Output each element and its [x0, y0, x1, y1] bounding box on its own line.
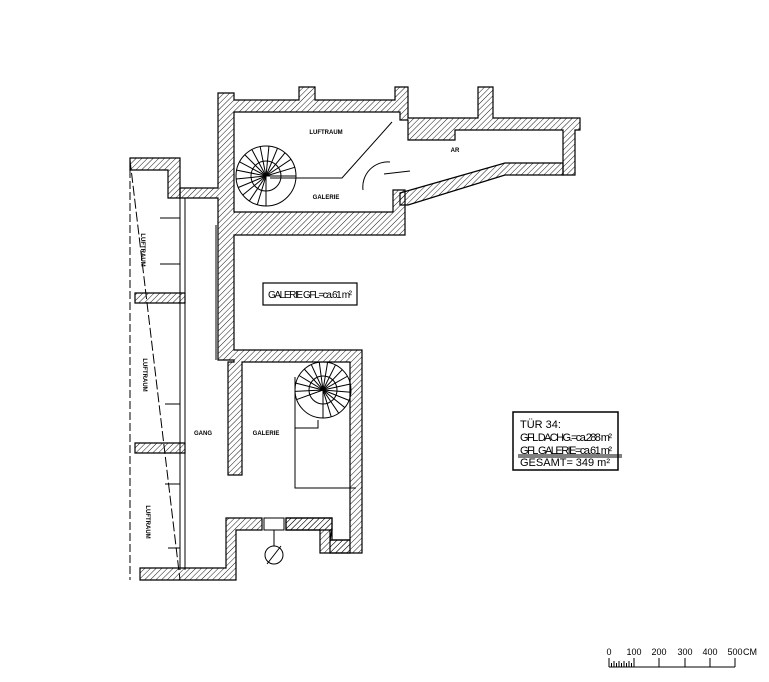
summary-line-galerie: GFL GALERIE=ca.61 m²	[520, 445, 612, 457]
scale-tick-label: 300	[677, 647, 692, 657]
room-label-galerie: GALERIE	[253, 431, 280, 437]
light-fixture-icon	[263, 517, 285, 565]
spiral-stair-top	[235, 145, 297, 207]
stair-tread	[322, 389, 332, 417]
stair-tread	[238, 175, 267, 188]
scale-tick-label: 400	[702, 647, 717, 657]
railing	[129, 159, 217, 581]
stair-tread	[259, 146, 267, 177]
summary-line-dachg: GFL DACHG.=ca.288 m²	[520, 432, 612, 444]
stair-tread	[322, 389, 350, 401]
room-label-luftraum: LUFTRAUM	[144, 505, 150, 538]
stair-tread	[244, 154, 267, 177]
area-summary-box: TÜR 34: GFL DACHG.=ca.288 m² GFL GALERIE…	[512, 411, 622, 471]
stair-tread	[303, 368, 324, 391]
room-label-luftraum: LUFTRAUM	[141, 358, 147, 391]
stair-tread	[265, 148, 278, 177]
stair-tread	[265, 166, 295, 177]
stair-tread	[322, 362, 329, 391]
stair-tread	[236, 169, 267, 177]
stair-tread	[322, 389, 351, 393]
stair-tread	[251, 149, 267, 177]
stair-tread	[242, 175, 267, 196]
stair-tread	[295, 389, 324, 392]
scale-tick-label: 0	[606, 647, 611, 657]
galerie-railing	[270, 121, 411, 191]
scale-tick-label: 200	[651, 647, 666, 657]
stair-tread	[318, 362, 324, 391]
stair-tread	[322, 369, 343, 391]
stair-tread	[322, 389, 346, 408]
stair-tread	[239, 161, 267, 177]
stair-tread	[265, 158, 292, 177]
stair-tread	[256, 175, 267, 205]
stair-tread	[322, 364, 336, 391]
stair-tread	[296, 389, 324, 401]
room-label-gang: GANG	[194, 431, 212, 437]
scale-tick-label: 500	[727, 647, 742, 657]
area-label: GALERIE GFL=ca.61 m²	[268, 290, 353, 301]
walls	[129, 86, 581, 581]
stair-tread	[248, 175, 267, 202]
room-label-luftraum: LUFTRAUM	[139, 233, 145, 266]
room-label-luftraum: LUFTRAUM	[309, 130, 342, 136]
room-label-ar: AR	[451, 148, 460, 154]
area-label-box: GALERIE GFL=ca.61 m²	[262, 282, 358, 306]
scale-bar: 0 100 200 300 400 500 CM	[606, 647, 757, 668]
stair-tread	[265, 152, 286, 177]
summary-total-value: 349 m²	[576, 457, 611, 469]
spiral-stair-bottom	[294, 361, 356, 489]
stair-tread	[322, 383, 351, 391]
stair-tread	[310, 364, 324, 391]
stair-tread	[298, 375, 324, 391]
stair-tread	[236, 175, 267, 180]
summary-title: TÜR 34:	[520, 419, 561, 431]
stair-tread	[322, 375, 348, 391]
stair-tread	[295, 382, 324, 391]
scale-tick-label: 100	[626, 647, 641, 657]
summary-total-label: GESAMT=	[520, 457, 573, 469]
room-label-galerie: GALERIE	[313, 195, 340, 201]
stair-tread	[265, 146, 270, 177]
stair-tread	[322, 389, 340, 414]
scale-unit: CM	[743, 647, 757, 657]
